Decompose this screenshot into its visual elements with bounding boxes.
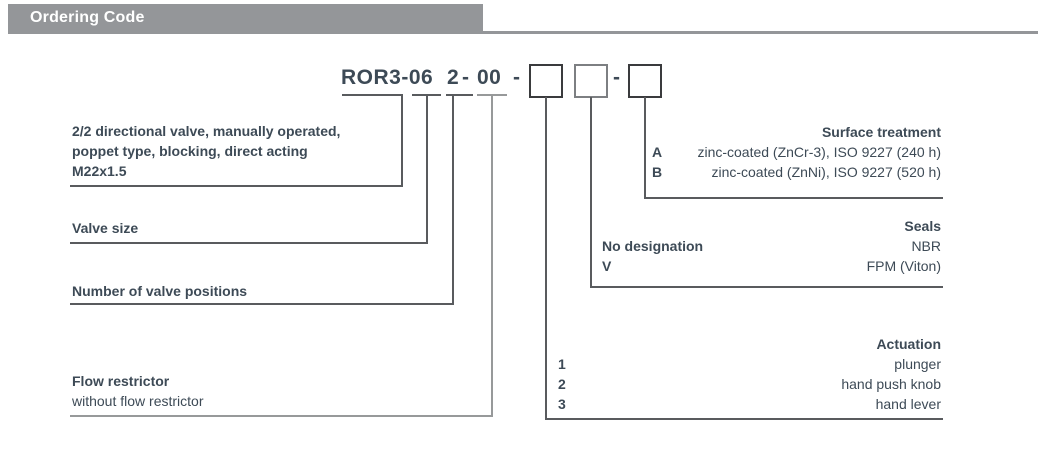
valve-size-label: Valve size [72,220,139,236]
option-code: B [652,164,663,180]
connector-restrictor-underline [70,415,493,417]
actuation-option-3: 3 hand lever [558,394,941,414]
connector-surface-drop [644,97,646,199]
valve-description-label: 2/2 directional valve, manually operated… [72,121,340,181]
connector-surface-underline [644,197,943,199]
option-code: V [602,258,612,274]
actuation-option-1: 1 plunger [558,354,941,374]
code-dash-3: - [613,66,621,89]
valve-description-line3: M22x1.5 [72,163,127,179]
connector-description-underline [70,185,403,187]
valve-description-line2: poppet type, blocking, direct acting [72,143,308,159]
code-box-surface-treatment [628,64,662,98]
option-code: A [652,144,663,160]
code-model: ROR3-06 [341,66,434,89]
connector-positions-underline [70,303,454,305]
valve-description-line1: 2/2 directional valve, manually operated… [72,123,341,139]
connector-restrictor-drop [491,94,493,417]
surface-treatment-option-b: B zinc-coated (ZnNi), ISO 9227 (520 h) [652,162,941,182]
option-code: 2 [558,376,566,392]
connector-positions-drop [452,94,454,305]
section-title: Ordering Code [30,8,145,26]
actuation-block: Actuation 1 plunger 2 hand push knob 3 h… [558,334,941,414]
connector-size-drop [426,94,428,244]
option-code: 1 [558,356,566,372]
connector-size-underline [70,242,428,244]
seals-title: Seals [904,218,941,234]
surface-treatment-title: Surface treatment [821,124,941,140]
code-box-actuation [529,64,563,98]
surface-treatment-block: Surface treatment A zinc-coated (ZnCr-3)… [652,122,941,182]
code-dash-1: - [462,66,470,89]
code-box-seals [574,64,608,98]
code-flow-restrictor: 00 [477,66,502,89]
connector-actuation-underline [545,418,943,420]
surface-treatment-option-a: A zinc-coated (ZnCr-3), ISO 9227 (240 h) [652,142,941,162]
option-desc: NBR [911,238,941,254]
option-code: 3 [558,396,566,412]
code-dash-2: - [513,66,521,89]
connector-model-drop [401,94,403,187]
seals-block: Seals No designation NBR V FPM (Viton) [602,216,941,276]
actuation-option-2: 2 hand push knob [558,374,941,394]
option-desc: FPM (Viton) [866,258,941,274]
option-desc: hand lever [875,396,941,412]
section-header-bar: Ordering Code [8,4,483,31]
option-code: No designation [602,238,704,254]
connector-actuation-drop [545,97,547,420]
connector-positions-tick [446,94,473,96]
flow-restrictor-label: Flow restrictor without flow restrictor [72,371,203,411]
option-desc: zinc-coated (ZnCr-3), ISO 9227 (240 h) [697,144,941,160]
connector-model-underline [342,94,403,96]
flow-restrictor-title: Flow restrictor [72,373,170,389]
connector-seals-drop [590,97,592,288]
seals-option-fpm: V FPM (Viton) [602,256,941,276]
code-valve-positions: 2 [447,66,460,89]
option-desc: plunger [894,356,941,372]
actuation-title: Actuation [876,336,941,352]
option-desc: zinc-coated (ZnNi), ISO 9227 (520 h) [711,164,941,180]
header-rule [8,31,1038,34]
option-desc: hand push knob [841,376,941,392]
seals-option-nbr: No designation NBR [602,236,941,256]
valve-positions-label: Number of valve positions [72,283,248,299]
connector-seals-underline [590,286,943,288]
flow-restrictor-value: without flow restrictor [72,393,204,409]
